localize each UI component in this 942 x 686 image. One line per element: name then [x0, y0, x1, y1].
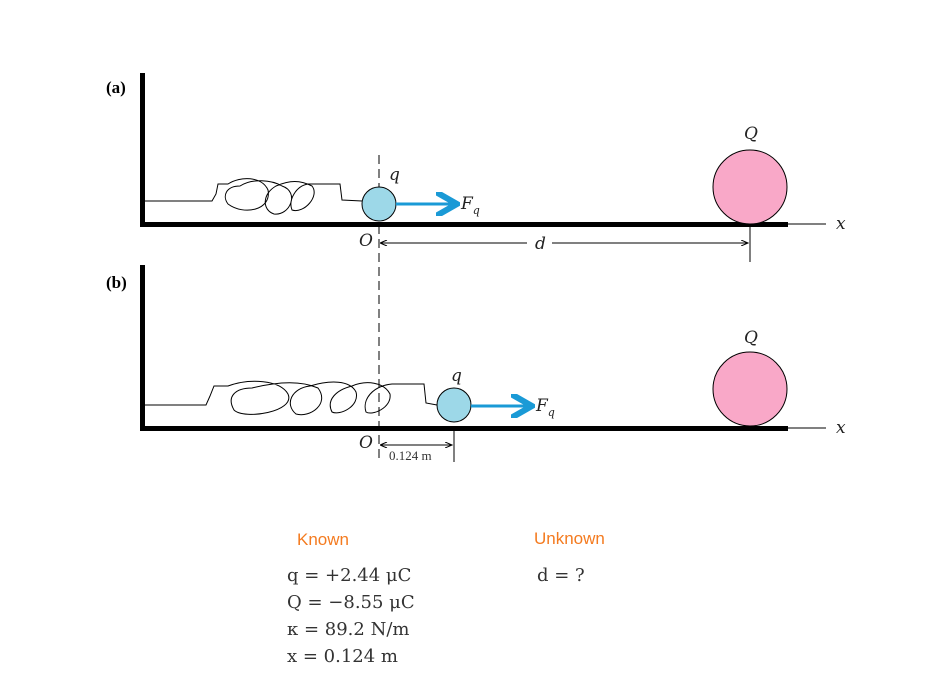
axis-label-b: x	[836, 418, 846, 438]
panel-b: (b) x q Fq Q O 0.124 m	[106, 265, 846, 463]
large-sphere-b	[712, 351, 788, 427]
known-heading: Known	[297, 530, 349, 549]
known-item-Q: Q = −8.55 μC	[287, 592, 415, 613]
force-label-a: Fq	[460, 194, 480, 217]
charge-q-label-a: q	[389, 165, 400, 185]
axis-label-a: x	[836, 214, 846, 234]
floor-a	[140, 222, 788, 227]
unknown-list: d = ?	[537, 562, 585, 589]
known-item-q: q = +2.44 μC	[287, 565, 412, 586]
panel-b-label: (b)	[106, 273, 127, 292]
small-sphere-a	[361, 186, 397, 222]
force-label-b: Fq	[535, 396, 555, 419]
panel-a-label: (a)	[106, 78, 126, 97]
known-list: q = +2.44 μC Q = −8.55 μC κ = 89.2 N/m x…	[287, 562, 415, 670]
small-sphere-b	[436, 387, 472, 423]
large-sphere-a	[712, 149, 788, 225]
panel-a: (a) x q Fq Q O d	[106, 73, 846, 262]
charge-Q-label-a: Q	[744, 124, 758, 144]
charge-Q-label-b: Q	[744, 328, 758, 348]
wall-b	[140, 265, 145, 431]
origin-label-b: O	[359, 433, 373, 453]
known-item-kappa: κ = 89.2 N/m	[287, 619, 410, 640]
origin-label-a: O	[359, 231, 373, 251]
spring-b	[145, 380, 438, 416]
distance-d-label: d	[535, 234, 546, 254]
displacement-label: 0.124 m	[389, 448, 432, 463]
known-item-x: x = 0.124 m	[287, 646, 398, 667]
charge-q-label-b: q	[451, 366, 462, 386]
spring-a	[145, 178, 363, 215]
wall-a	[140, 73, 145, 227]
unknown-heading: Unknown	[534, 529, 605, 548]
floor-b	[140, 426, 788, 431]
unknown-item-d: d = ?	[537, 565, 585, 586]
